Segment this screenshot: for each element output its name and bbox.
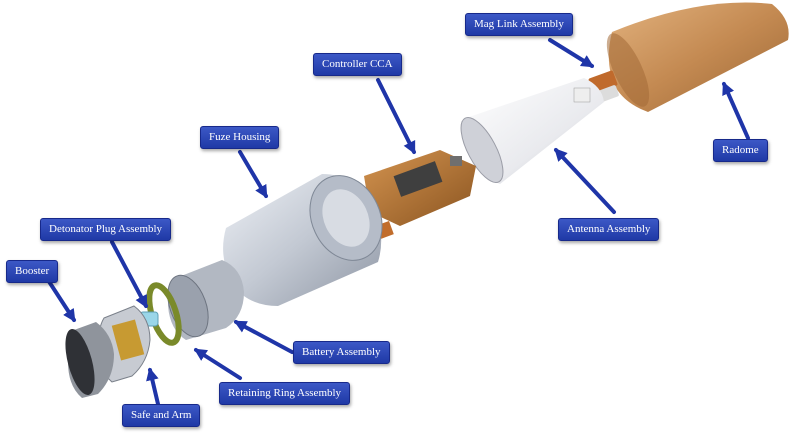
safe-and-arm-arrow bbox=[146, 367, 160, 406]
label-detonator-plug-assembly: Detonator Plug Assembly bbox=[40, 218, 172, 241]
label-antenna-assembly: Antenna Assembly bbox=[558, 218, 660, 241]
battery-arrow bbox=[233, 320, 294, 354]
fuze-housing-part bbox=[223, 174, 383, 306]
label-retaining-ring-assembly: Retaining Ring Assembly bbox=[219, 382, 351, 405]
fuze-housing-arrow bbox=[238, 150, 268, 199]
label-controller-cca: Controller CCA bbox=[313, 53, 402, 76]
detonator-plug-arrow bbox=[110, 240, 148, 309]
mag-link-arrow bbox=[548, 38, 595, 68]
radome-arrow bbox=[722, 81, 750, 140]
booster-arrow bbox=[46, 278, 76, 323]
controller-cca-arrow bbox=[376, 78, 416, 155]
label-radome: Radome bbox=[713, 139, 768, 162]
label-battery-assembly: Battery Assembly bbox=[293, 341, 390, 364]
antenna-arrow bbox=[554, 148, 616, 214]
label-safe-and-arm: Safe and Arm bbox=[122, 404, 201, 427]
retaining-ring-arrow bbox=[193, 348, 242, 380]
label-mag-link-assembly: Mag Link Assembly bbox=[465, 13, 573, 36]
radome-part bbox=[606, 2, 789, 112]
label-fuze-housing: Fuze Housing bbox=[200, 126, 280, 149]
antenna-part bbox=[460, 78, 604, 184]
callout-arrows bbox=[46, 38, 750, 406]
label-booster: Booster bbox=[6, 260, 59, 283]
booster-part bbox=[65, 322, 114, 398]
